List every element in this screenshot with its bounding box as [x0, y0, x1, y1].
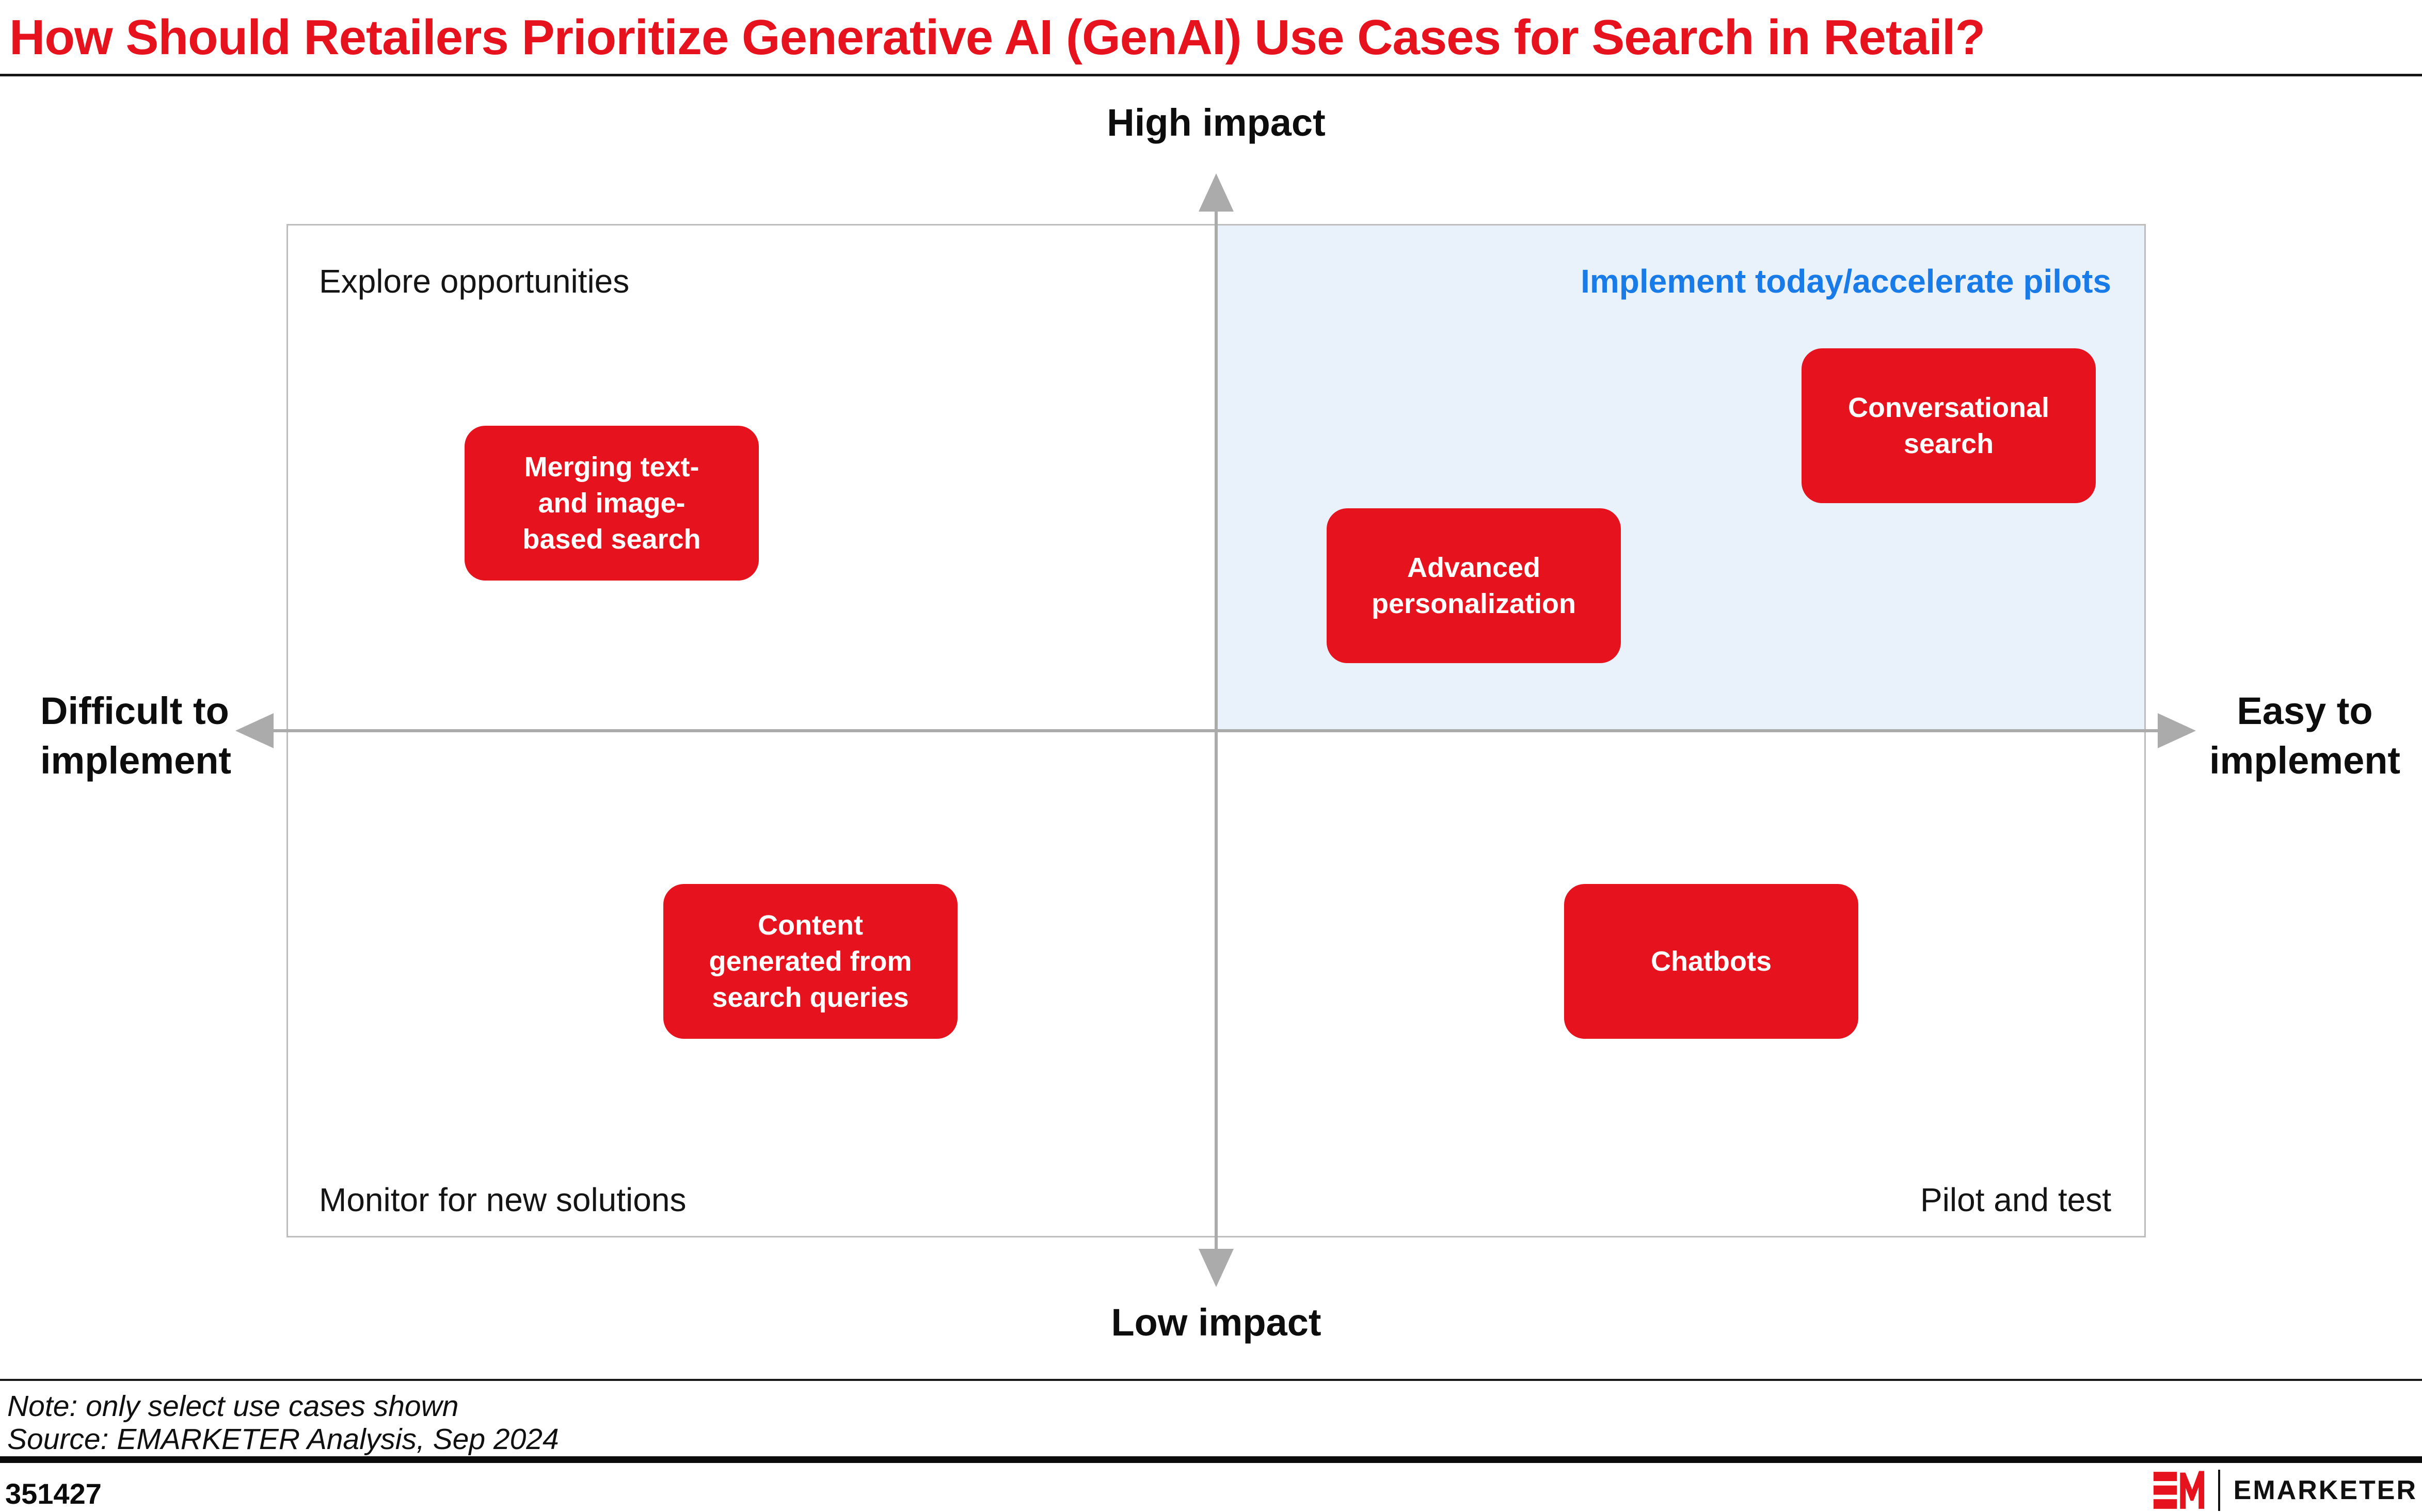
use-case-label-line: Content	[758, 910, 863, 941]
axis-label-low-impact: Low impact	[1111, 1301, 1321, 1344]
emarketer-em-icon	[2153, 1471, 2204, 1509]
use-case-label-line: based search	[522, 524, 701, 555]
use-case-label-line: Chatbots	[1651, 946, 1772, 977]
axis-label-easy-line2: implement	[2209, 739, 2401, 782]
use-case-box-conversational-search: Conversational search	[1802, 348, 2096, 503]
logo-divider	[2218, 1470, 2220, 1511]
arrow-down-icon	[1199, 1249, 1234, 1287]
use-case-label-line: and image-	[538, 488, 686, 519]
axis-label-easy: Easy to implement	[2209, 686, 2400, 785]
axis-label-difficult-line1: Difficult to	[40, 689, 229, 732]
quadrant-label-implement-today: Implement today/accelerate pilots	[1581, 263, 2111, 300]
use-case-label-line: search queries	[712, 982, 909, 1013]
note-text: Note: only select use cases shown	[7, 1390, 459, 1423]
use-case-box-merging: Merging text- and image- based search	[465, 426, 759, 581]
use-case-label-line: search	[1903, 428, 1994, 459]
axis-label-easy-line1: Easy to	[2237, 689, 2373, 732]
quadrant-label-monitor: Monitor for new solutions	[319, 1181, 687, 1218]
use-case-label-line: Advanced	[1407, 552, 1541, 583]
use-case-box-advanced-personalization: Advanced personalization	[1327, 508, 1621, 663]
quadrant-label-explore: Explore opportunities	[319, 263, 630, 300]
title-divider	[0, 74, 2422, 76]
source-text: Source: EMARKETER Analysis, Sep 2024	[7, 1423, 559, 1456]
arrow-left-icon	[235, 713, 274, 748]
use-case-box-content-generated: Content generated from search queries	[663, 884, 958, 1039]
use-case-label-line: generated from	[709, 946, 912, 977]
axis-label-high-impact: High impact	[1107, 101, 1326, 144]
use-case-label-line: personalization	[1371, 588, 1576, 619]
axis-label-difficult-line2: implement	[40, 739, 232, 782]
use-case-box-chatbots: Chatbots	[1564, 884, 1858, 1039]
axis-label-difficult: Difficult to implement	[40, 686, 257, 785]
arrow-right-icon	[2158, 713, 2196, 748]
arrow-up-icon	[1199, 173, 1234, 212]
quadrant-label-pilot: Pilot and test	[1920, 1181, 2111, 1218]
use-case-label-line: Merging text-	[524, 452, 699, 482]
chart-id: 351427	[5, 1477, 102, 1510]
page-title: How Should Retailers Prioritize Generati…	[9, 10, 1985, 65]
emarketer-logo: EMARKETER	[2151, 1470, 2417, 1511]
horizontal-axis-line	[269, 729, 2161, 732]
vertical-axis-line	[1215, 205, 1218, 1249]
emarketer-wordmark: EMARKETER	[2233, 1475, 2417, 1505]
use-case-label-line: Conversational	[1847, 392, 2050, 423]
footer-divider	[0, 1456, 2422, 1463]
note-divider	[0, 1379, 2422, 1381]
